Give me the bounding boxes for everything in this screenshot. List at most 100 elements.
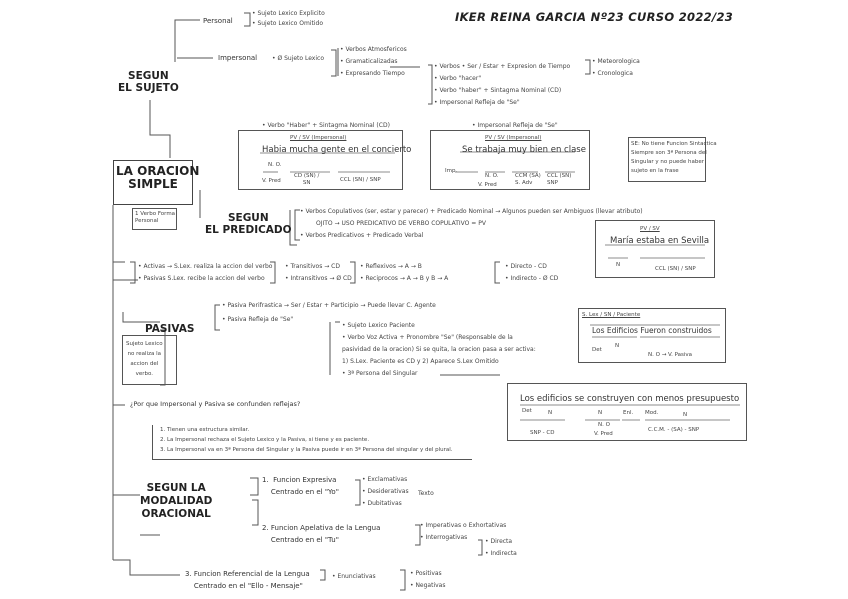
- ex5-mod: Mod.: [645, 410, 659, 416]
- f2-item-1: • Imperativas o Exhortativas: [420, 522, 507, 529]
- ex4-header: S. Lex / SN / Paciente: [582, 312, 641, 318]
- ex2-imp: Imp.: [445, 168, 458, 174]
- ex1-sentence: Habia mucha gente en el concierto: [262, 145, 412, 155]
- oracion-note: 1 Verbo Forma Personal: [135, 211, 176, 224]
- ex5-det: Det: [522, 408, 532, 414]
- ex1-label: • Verbo "Haber" + Sintagma Nominal (CD): [262, 122, 390, 129]
- f1-item-3: • Dubitativas: [362, 500, 402, 507]
- ex4-box: [578, 308, 726, 363]
- personal-label: Personal: [203, 17, 233, 25]
- ex1-vpred: V. Pred: [262, 178, 281, 184]
- ex4-det: Det: [592, 347, 602, 353]
- sujeto-lexico-label: • Ø Sujeto Lexico: [272, 55, 324, 62]
- f3-sub-2: • Negativas: [410, 582, 446, 589]
- ex3-n: N: [616, 262, 621, 268]
- voz-pasivas: • Pasivas S.Lex. recibe la accion del ve…: [138, 275, 265, 282]
- f2-sub-1: • Directa: [485, 538, 513, 545]
- heading-modalidad: SEGUN LA MODALIDAD ORACIONAL: [140, 482, 213, 520]
- pred-ojo: OJITO → USO PREDICATIVO DE VERBO COPULAT…: [316, 220, 486, 227]
- answer-2: 2. La Impersonal rechaza el Sujeto Lexic…: [160, 437, 370, 443]
- heading-segun-sujeto: SEGUN EL SUJETO: [118, 70, 179, 94]
- ex5-n2: N: [683, 412, 688, 418]
- f2-sub-2: • Indirecta: [485, 550, 517, 557]
- f3-sub-1: • Positivas: [410, 570, 442, 577]
- ex1-no: N. O.: [268, 162, 282, 168]
- ex5-vpred: V. Pred: [594, 431, 613, 437]
- modalidad-f2: 2. Funcion Apelativa de la Lengua Centra…: [262, 524, 381, 544]
- heading-pasivas: PASIVAS: [145, 323, 195, 335]
- ex1-ccl: CCL (SN) / SNP: [340, 177, 381, 183]
- ex3-sentence: María estaba en Sevilla: [610, 236, 710, 246]
- voz-activas: • Activas → S.Lex. realiza la accion del…: [138, 263, 273, 270]
- ex5-verb-n: N: [598, 410, 603, 416]
- oracion-note-box: [132, 208, 177, 230]
- refl-1: • Reflexivos → A → B: [360, 263, 422, 270]
- ex5-box: [507, 383, 747, 441]
- ex1-pv: PV / SV (Impersonal): [290, 135, 347, 141]
- personal-item-1: • Sujeto Lexico Explicito: [252, 10, 325, 17]
- ex5-sentence: Los edificios se construyen con menos pr…: [520, 394, 740, 404]
- page-title: IKER REINA GARCIA Nº23 CURSO 2022/23: [455, 10, 734, 24]
- gram-item-1: • Verbos • Ser / Estar + Expresion de Ti…: [434, 63, 571, 70]
- ex2-box: [430, 130, 590, 190]
- f1-item-2: • Desiderativas: [362, 488, 409, 495]
- trans-2: • Intransitivos → Ø CD: [285, 275, 352, 282]
- pasivas-note: Sujeto Lexico no realiza la accion del v…: [126, 341, 163, 377]
- tiempo-item-2: • Cronologica: [592, 70, 633, 77]
- imp-item-1: • Verbos Atmosfericos: [340, 46, 407, 53]
- ex2-label: • Impersonal Refleja de "Se": [472, 122, 558, 129]
- refleja-3: pasividad de la oracion) Si se quita, la…: [342, 346, 536, 353]
- refl-2: • Reciprocos → A → B y B → A: [360, 275, 449, 282]
- impersonal-label: Impersonal: [218, 54, 258, 62]
- question: ¿Por que Impersonal y Pasiva se confunde…: [130, 400, 301, 408]
- ex4-n: N: [615, 343, 620, 349]
- oracion-simple-box: [113, 160, 193, 205]
- pred-predicativos: • Verbos Predicativos + Predicado Verbal: [300, 232, 424, 239]
- heading-segun-predicado: SEGUN EL PREDICADO: [205, 212, 292, 236]
- heading-oracion-simple: LA ORACION SIMPLE: [116, 164, 200, 191]
- modalidad-f3: 3. Funcion Referencial de la Lengua Cent…: [185, 570, 310, 590]
- f1-item-1: • Exclamativas: [362, 476, 408, 483]
- ex2-sentence: Se trabaja muy bien en clase: [462, 145, 586, 155]
- answer-1: 1. Tienen una estructura similar.: [160, 427, 250, 433]
- imp-item-3: • Expresando Tiempo: [340, 70, 405, 77]
- ex2-ccm: CCM (SA) S. Adv: [515, 173, 541, 186]
- pasivas-note-box: [122, 335, 177, 385]
- gram-item-2: • Verbo "hacer": [434, 75, 482, 82]
- ex2-ccl: CCL (SN) SNP: [547, 173, 572, 186]
- modalidad-f1: 1. Funcion Expresiva Centrado en el "Yo": [262, 476, 339, 496]
- tiempo-item-1: • Meteorologica: [592, 58, 640, 65]
- refleja-1: • Sujeto Lexico Paciente: [342, 322, 415, 329]
- ex3-ccl: CCL (SN) / SNP: [655, 266, 696, 272]
- ex4-sentence: Los Edificios Fueron construidos: [592, 326, 712, 335]
- refleja-5: • 3ª Persona del Singular: [342, 370, 418, 377]
- ex3-pv: PV / SV: [640, 226, 660, 232]
- trans-1: • Transitivos → CD: [285, 263, 340, 270]
- pred-copulativos: • Verbos Copulativos (ser, estar y parec…: [300, 208, 643, 215]
- ex2-pv: PV / SV (Impersonal): [485, 135, 542, 141]
- personal-item-2: • Sujeto Lexico Omitido: [252, 20, 323, 27]
- gram-item-3: • Verbo "haber" + Sintagma Nominal (CD): [434, 87, 562, 94]
- refleja-2: • Verbo Voz Activa + Pronombre "Se" (Res…: [342, 334, 513, 341]
- ex5-n: N: [548, 410, 553, 416]
- answers-bracket: [152, 425, 472, 460]
- ex1-box: [238, 130, 403, 190]
- ex5-snp: SNP - CD: [530, 430, 555, 436]
- ex1-cd: CD (SN) / SN: [294, 173, 320, 186]
- ex4-no: N. O → V. Pasiva: [648, 352, 693, 358]
- imp-item-2: • Gramaticalizadas: [340, 58, 398, 65]
- ex2-vpred: V. Pred: [478, 182, 497, 188]
- f1-side: Texto: [418, 490, 434, 497]
- ex5-no: N. O: [598, 422, 610, 428]
- se-note-box: [628, 137, 706, 182]
- refleja-4: 1) S.Lex. Paciente es CD y 2) Aparece S.…: [342, 358, 499, 365]
- answer-3: 3. La Impersonal va en 3ª Persona del Si…: [160, 447, 453, 453]
- se-note: SE: No tiene Funcion Sintactica Siempre …: [631, 141, 717, 174]
- gram-item-4: • Impersonal Refleja de "Se": [434, 99, 520, 106]
- pasivas-item-1: • Pasiva Perifrastica → Ser / Estar + Pa…: [222, 302, 436, 309]
- ex5-ccm: C.C.M. - (SA) - SNP: [648, 427, 700, 433]
- f2-item-2: • Interrogativas: [420, 534, 468, 541]
- directo-1: • Directo - CD: [505, 263, 547, 270]
- f3-item-1: • Enunciativas: [332, 573, 376, 580]
- ex2-no: N. O.: [485, 173, 499, 179]
